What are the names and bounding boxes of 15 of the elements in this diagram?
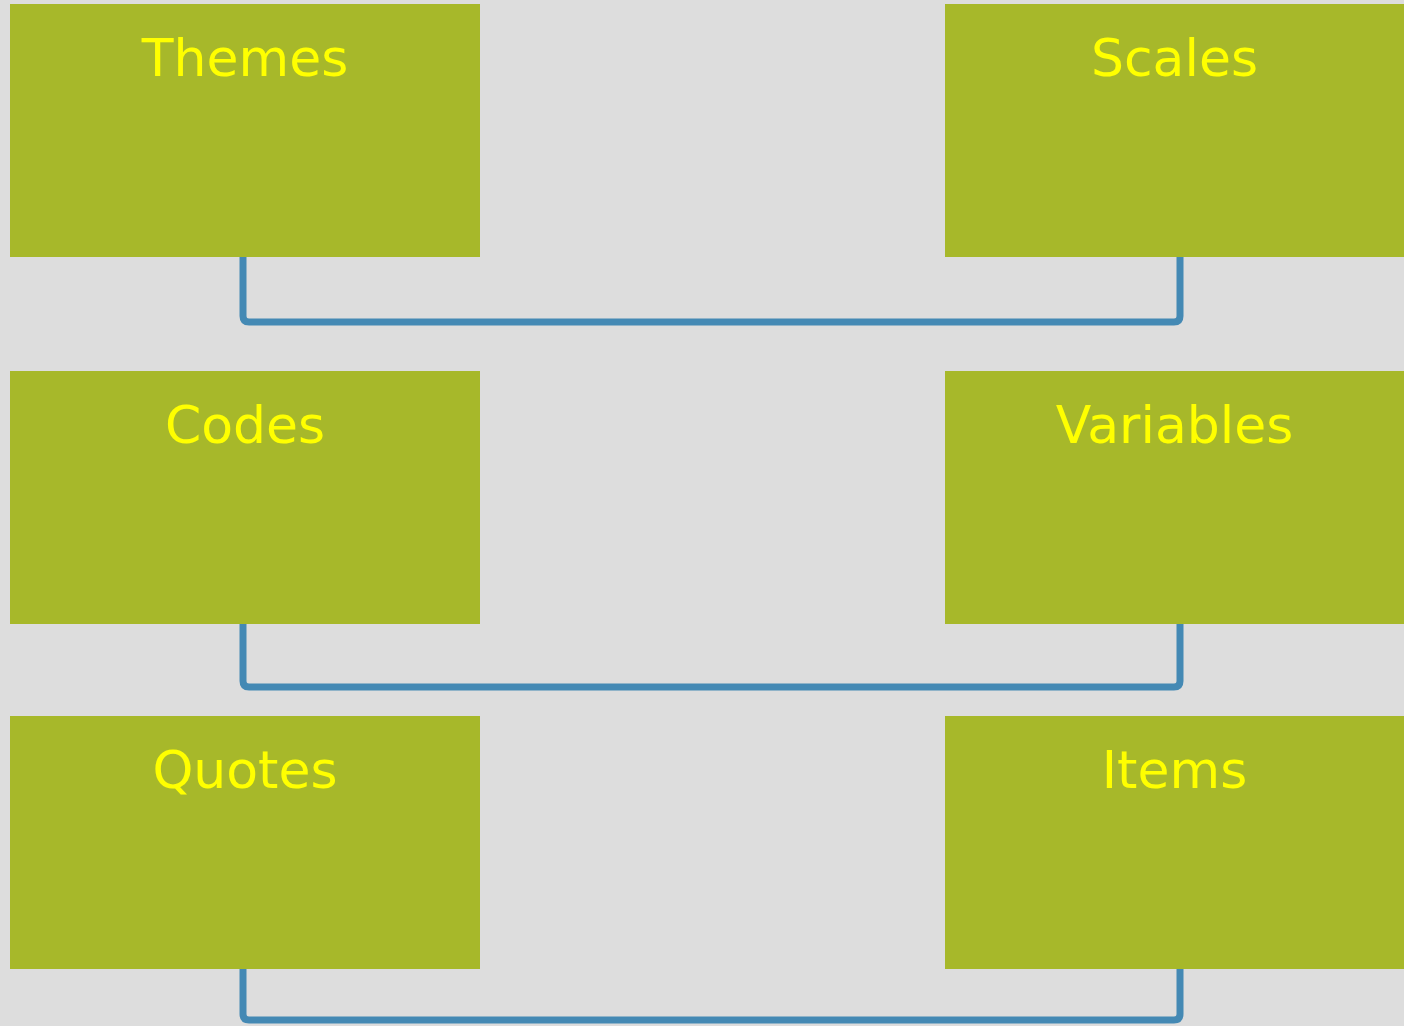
box-title: Codes — [163, 394, 327, 457]
category-box — [10, 716, 480, 969]
connector-line — [239, 624, 1184, 691]
category-box — [945, 371, 1404, 624]
box-title: Variables — [1054, 394, 1295, 457]
box-title: Scales — [1090, 27, 1259, 90]
category-box — [10, 371, 480, 624]
box-title: Items — [1100, 739, 1249, 802]
box-title: Themes — [140, 27, 350, 90]
connector-line — [239, 257, 1184, 326]
category-box — [945, 716, 1404, 969]
box-title: Quotes — [151, 739, 339, 802]
category-box — [10, 4, 480, 257]
category-box — [945, 4, 1404, 257]
connector-line — [239, 969, 1184, 1024]
